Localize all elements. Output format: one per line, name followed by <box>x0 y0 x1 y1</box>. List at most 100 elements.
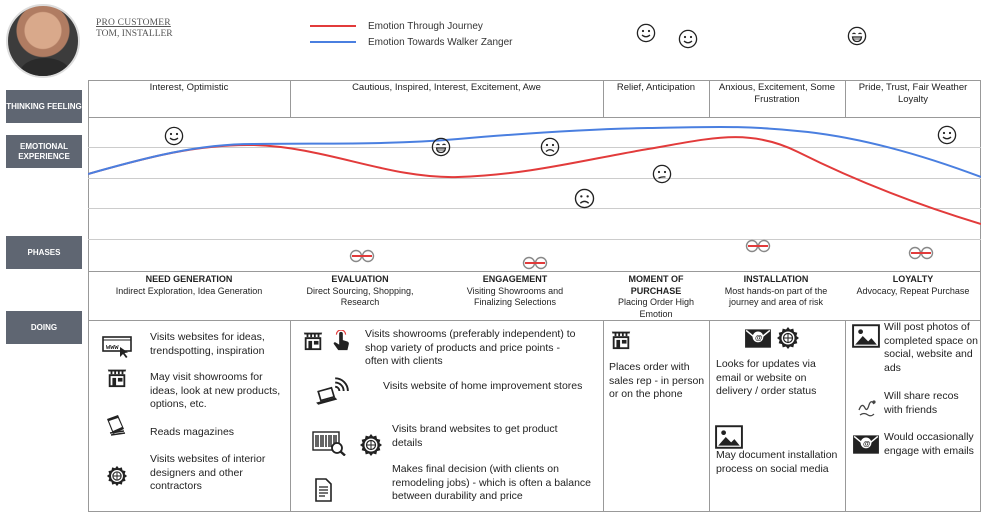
emotion-brand-line <box>88 125 981 178</box>
grid-divider <box>88 320 981 321</box>
phase-engagement: ENGAGEMENT Visiting Showrooms and Finali… <box>455 274 575 309</box>
emotion-chart <box>88 125 981 225</box>
photo-icon <box>715 425 743 449</box>
persona-avatar <box>6 4 80 78</box>
legend-label-journey: Emotion Through Journey <box>368 20 483 32</box>
doing-item: Visits websites of interior designers an… <box>150 453 266 492</box>
legend: Emotion Through Journey Emotion Towards … <box>310 18 513 50</box>
browser-www-icon <box>102 334 132 358</box>
magazine-icon <box>104 413 128 437</box>
thinking-cell: Pride, Trust, Fair Weather Loyalty <box>858 82 968 105</box>
row-label-thinking: THINKING FEELING <box>6 90 82 123</box>
email-icon <box>852 432 880 456</box>
laptop-wifi-icon <box>314 376 350 406</box>
happy-face-icon <box>636 23 656 43</box>
row-label-doing: DOING <box>6 311 82 344</box>
doing-item: Reads magazines <box>150 426 235 438</box>
happy-face-icon <box>937 125 957 145</box>
phase-title: ENGAGEMENT <box>482 274 548 284</box>
sad-face-icon <box>540 137 560 157</box>
phase-desc: Most hands-on part of the journey and ar… <box>724 285 828 308</box>
phase-title: MOMENT OF PURCHASE <box>628 274 684 296</box>
neutral-face-icon <box>652 164 672 184</box>
phase-title: LOYALTY <box>892 274 934 284</box>
grid-divider <box>709 320 710 512</box>
grid-divider <box>290 320 291 512</box>
legend-swatch-red <box>310 25 356 27</box>
journey-grid <box>88 80 981 512</box>
grid-divider <box>290 80 291 117</box>
phase-title: NEED GENERATION <box>145 274 233 284</box>
phase-desc: Placing Order High Emotion <box>617 297 695 319</box>
happy-face-icon <box>164 126 184 146</box>
doing-item: Will post photos of completed space on s… <box>884 321 978 374</box>
grid-gridline <box>88 178 981 179</box>
grid-gridline <box>88 208 981 209</box>
storefront-icon <box>302 329 324 351</box>
doing-item: Places order with sales rep - in person … <box>609 361 705 400</box>
row-label-emotional: EMOTIONAL EXPERIENCE <box>6 135 82 168</box>
badge-seal-icon <box>359 433 383 457</box>
share-handwritten-icon <box>855 396 879 420</box>
grid-divider <box>845 80 846 117</box>
doing-item: Makes final decision (with clients on re… <box>392 463 592 502</box>
doing-item: Will share recos with friends <box>884 390 959 416</box>
grid-divider <box>88 271 981 272</box>
phase-loyalty: LOYALTY Advocacy, Repeat Purchase <box>848 274 978 297</box>
sad-face-icon <box>574 188 595 209</box>
grid-gridline <box>88 239 981 240</box>
phase-desc: Direct Sourcing, Shopping, Research <box>306 285 414 308</box>
doing-item: Visits website of home improvement store… <box>383 380 583 392</box>
phase-desc: Advocacy, Repeat Purchase <box>856 285 970 296</box>
thinking-cell: Interest, Optimistic <box>149 82 229 93</box>
phase-marker-icon <box>908 246 934 260</box>
happy-face-icon <box>678 29 698 49</box>
email-icon <box>744 326 772 350</box>
badge-seal-icon <box>776 326 800 350</box>
grid-divider <box>845 320 846 512</box>
legend-label-brand: Emotion Towards Walker Zanger <box>368 36 513 48</box>
doing-item: Visits showrooms (preferably independent… <box>365 328 576 367</box>
grid-divider <box>709 80 710 117</box>
doing-item: May visit showrooms for ideas, look at n… <box>150 371 281 410</box>
emotion-journey-line <box>88 136 981 225</box>
persona-type: PRO CUSTOMER <box>96 18 171 28</box>
grid-divider <box>88 117 981 118</box>
legend-swatch-blue <box>310 41 356 43</box>
phase-need-generation: NEED GENERATION Indirect Exploration, Id… <box>100 274 278 297</box>
thinking-cell: Cautious, Inspired, Interest, Excitement… <box>352 82 541 93</box>
doing-item: Looks for updates via email or website o… <box>716 358 817 397</box>
storefront-icon <box>610 328 632 350</box>
phase-evaluation: EVALUATION Direct Sourcing, Shopping, Re… <box>298 274 422 309</box>
storefront-icon <box>106 366 128 388</box>
phase-marker-icon <box>745 239 771 253</box>
phase-desc: Visiting Showrooms and Finalizing Select… <box>466 285 564 308</box>
grin-face-icon <box>847 26 867 46</box>
persona-block: PRO CUSTOMER TOM, INSTALLER <box>96 18 173 39</box>
grin-face-icon <box>431 137 451 157</box>
phase-title: EVALUATION <box>331 274 389 284</box>
doing-item: Would occasionally engage with emails <box>884 431 974 457</box>
doing-item: Visits websites for ideas, trendspotting… <box>150 331 265 357</box>
grid-divider <box>603 320 604 512</box>
thinking-cell: Relief, Anticipation <box>616 82 696 93</box>
thinking-cell: Anxious, Excitement, Some Frustration <box>718 82 836 105</box>
grid-divider <box>603 80 604 117</box>
hand-pointer-icon <box>330 330 352 352</box>
badge-seal-icon <box>106 465 128 487</box>
phase-desc: Indirect Exploration, Idea Generation <box>115 285 263 296</box>
barcode-search-icon <box>312 430 346 456</box>
document-icon <box>313 478 333 502</box>
legend-item-brand: Emotion Towards Walker Zanger <box>310 34 513 50</box>
doing-item: May document installation process on soc… <box>716 449 838 475</box>
phase-marker-icon <box>349 249 375 263</box>
row-label-phases: PHASES <box>6 236 82 269</box>
photo-icon <box>852 324 880 348</box>
phase-marker-icon <box>522 256 548 270</box>
legend-item-journey: Emotion Through Journey <box>310 18 513 34</box>
persona-name: TOM, INSTALLER <box>96 29 173 39</box>
doing-item: Visits brand websites to get product det… <box>392 423 558 449</box>
phase-moment-of-purchase: MOMENT OF PURCHASE Placing Order High Em… <box>610 274 702 320</box>
phase-title: INSTALLATION <box>743 274 809 284</box>
grid-gridline <box>88 147 981 148</box>
